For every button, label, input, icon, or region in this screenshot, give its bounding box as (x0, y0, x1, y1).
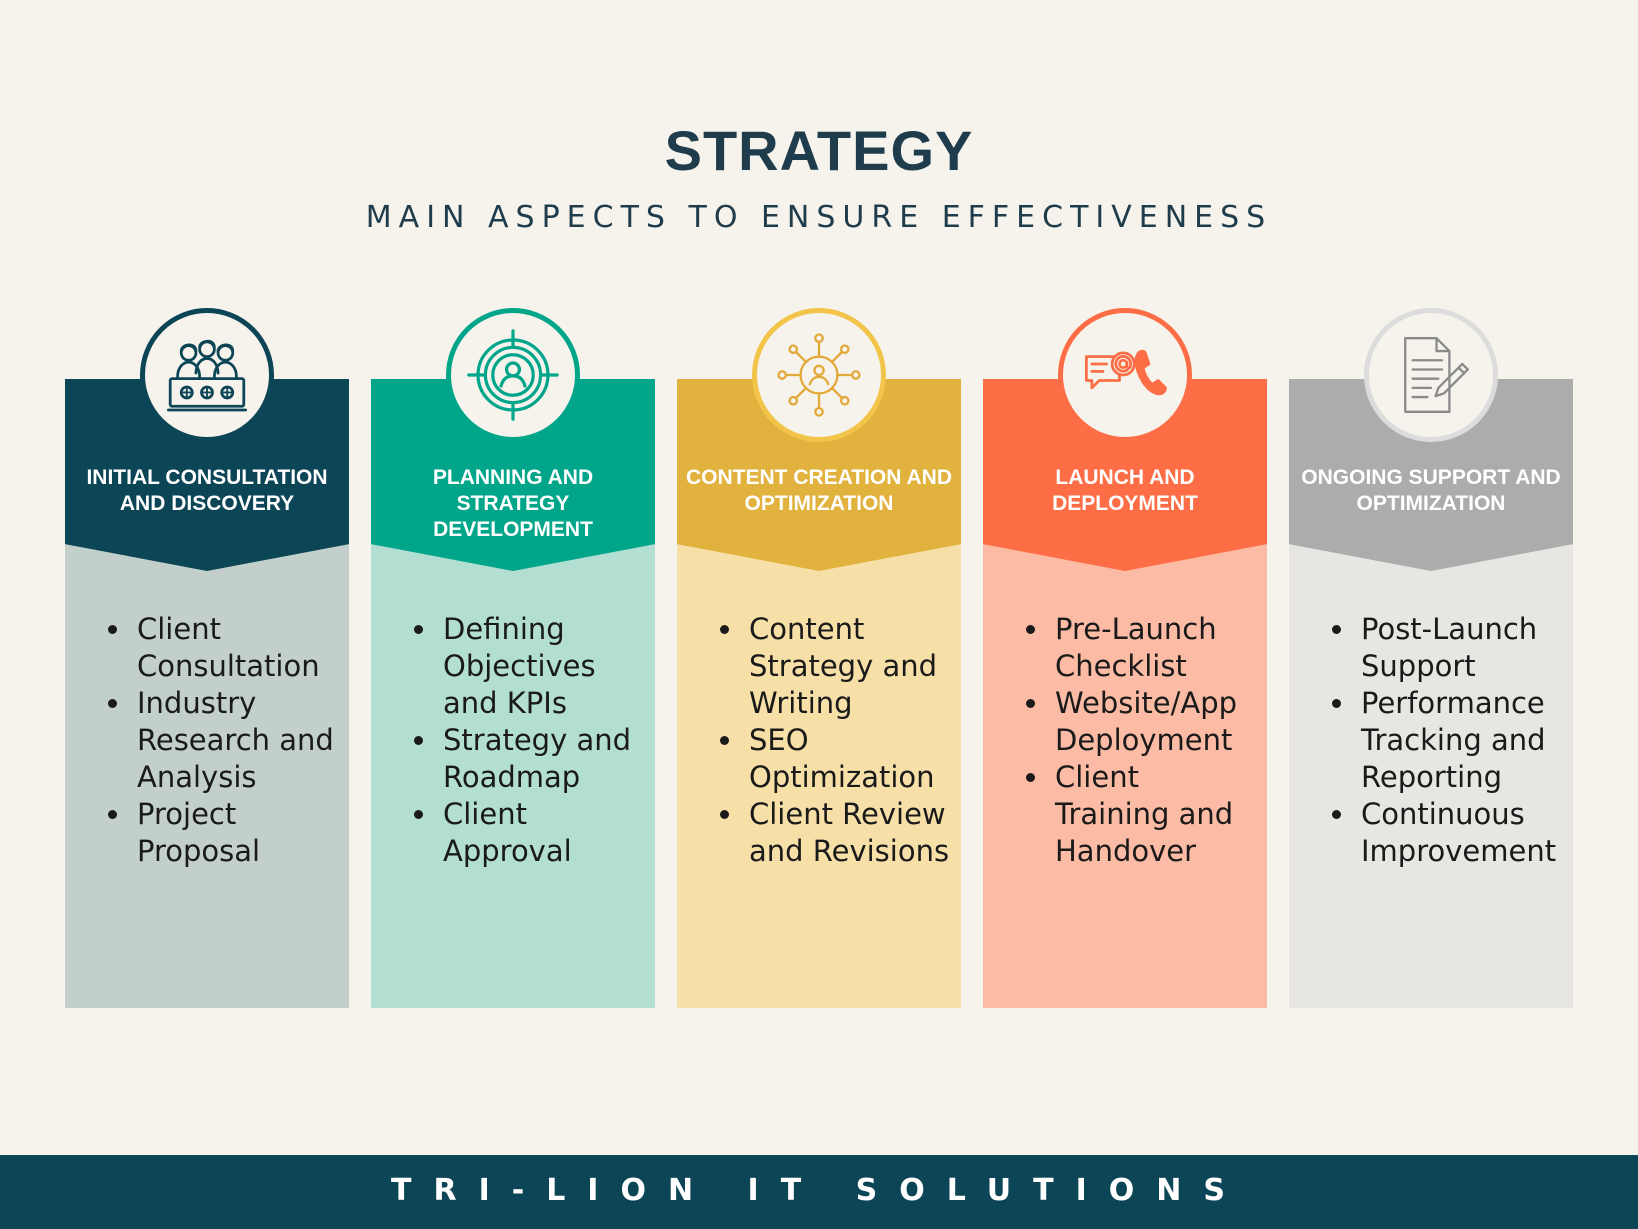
column-body (371, 529, 655, 1008)
badge-launch-deployment (1058, 308, 1192, 442)
page-subtitle: MAIN ASPECTS TO ENSURE EFFECTIVENESS (365, 200, 1273, 235)
list-item: SEO Optimization (745, 722, 951, 796)
list-item: Website/App Deployment (1051, 685, 1257, 759)
column-title: INITIAL CONSULTATION AND DISCOVERY (86, 466, 328, 515)
badge-initial-consultation (140, 308, 274, 442)
list-item: Strategy and Roadmap (439, 722, 645, 796)
target-person-icon (467, 329, 559, 421)
column-list: Client Consultation Industry Research an… (95, 611, 339, 870)
list-item: Client Consultation (133, 611, 339, 685)
column-title: LAUNCH AND DEPLOYMENT (1052, 466, 1198, 515)
list-item: Client Review and Revisions (745, 796, 951, 870)
list-item: Pre-Launch Checklist (1051, 611, 1257, 685)
column-body (65, 529, 349, 1008)
list-item: Defining Objectives and KPIs (439, 611, 645, 722)
list-item: Content Strategy and Writing (745, 611, 951, 722)
network-person-icon (777, 333, 861, 417)
column-title: PLANNING AND STRATEGY DEVELOPMENT (432, 466, 594, 541)
column-body (983, 529, 1267, 1008)
badge-ongoing-support (1364, 308, 1498, 442)
list-item: Client Training and Handover (1051, 759, 1257, 870)
badge-planning-strategy (446, 308, 580, 442)
column-ongoing-support: ONGOING SUPPORT AND OPTIMIZATION Post-La… (1289, 379, 1573, 1008)
column-launch-deployment: LAUNCH AND DEPLOYMENT Pre-Launch Checkli… (983, 379, 1267, 1008)
column-body (1289, 529, 1573, 1008)
column-title: ONGOING SUPPORT AND OPTIMIZATION (1301, 466, 1561, 515)
column-list: Post-Launch Support Performance Tracking… (1319, 611, 1563, 870)
footer-brand: TRI-LION IT SOLUTIONS (391, 1173, 1247, 1208)
column-content-creation: CONTENT CREATION AND OPTIMIZATION Conten… (677, 379, 961, 1008)
column-body (677, 529, 961, 1008)
column-list: Content Strategy and Writing SEO Optimiz… (707, 611, 951, 870)
column-title: CONTENT CREATION AND OPTIMIZATION (686, 466, 952, 515)
page-title: STRATEGY (664, 119, 974, 182)
column-list: Defining Objectives and KPIs Strategy an… (401, 611, 645, 870)
email-phone-icon (1084, 349, 1167, 396)
list-item: Project Proposal (133, 796, 339, 870)
list-item: Client Approval (439, 796, 645, 870)
column-list: Pre-Launch Checklist Website/App Deploym… (1013, 611, 1257, 870)
document-pen-icon (1404, 337, 1469, 413)
list-item: Performance Tracking and Reporting (1357, 685, 1563, 796)
list-item: Continuous Improvement (1357, 796, 1563, 870)
column-initial-consultation: INITIAL CONSULTATION AND DISCOVERY Clien… (65, 379, 349, 1008)
footer-bar: TRI-LION IT SOLUTIONS (0, 1155, 1638, 1229)
list-item: Post-Launch Support (1357, 611, 1563, 685)
list-item: Industry Research and Analysis (133, 685, 339, 796)
team-meeting-icon (166, 339, 248, 412)
column-planning-strategy: PLANNING AND STRATEGY DEVELOPMENT Defini… (371, 379, 655, 1008)
badge-content-creation (752, 308, 886, 442)
